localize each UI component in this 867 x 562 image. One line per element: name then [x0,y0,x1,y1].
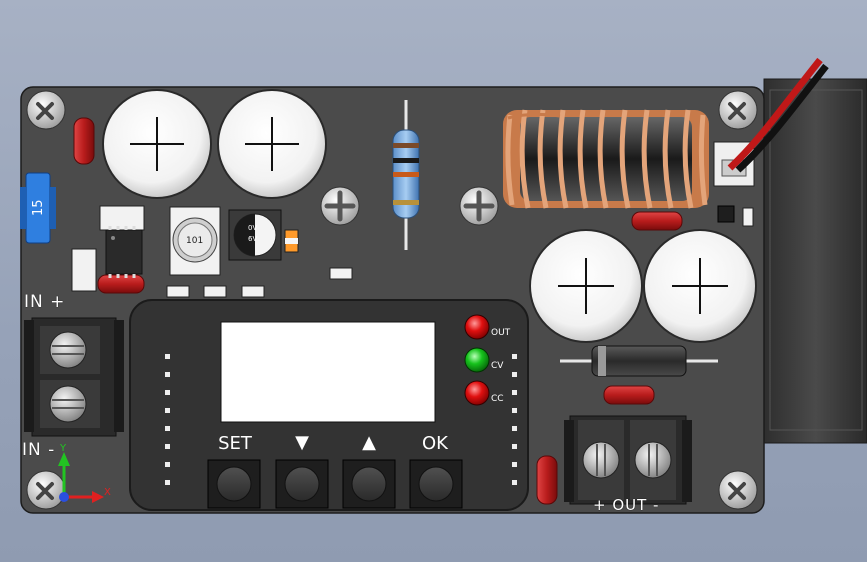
control-panel [129,299,529,511]
diode [560,345,718,377]
label-cc-led: CC [491,394,504,404]
toroid-inductor [503,109,709,209]
label-cv-led: CV [491,361,504,371]
label-in-plus: IN + [24,292,66,312]
inductor-marking: 101 [186,236,204,246]
label-out: + OUT - [593,496,660,514]
label-down: ▼ [295,432,309,453]
smd-pad-4 [329,267,353,280]
led-cc [464,380,490,406]
label-in-minus: IN - [22,440,56,460]
axis-triad [58,452,104,503]
smd-inductor [169,206,221,276]
small-cap-marking-top: 0V [248,224,258,232]
smd-resistor-2 [71,248,97,292]
mounting-screw-bottom-right [718,470,758,510]
capacitor-output-right [643,229,757,343]
red-capacitor-2 [97,274,145,294]
red-capacitor-1 [73,117,95,165]
capacitor-top-right [217,89,327,199]
screw-center-left [320,186,360,226]
axis-x-label: X [104,487,111,498]
smd-pad-2 [203,285,227,298]
small-capacitor [228,209,282,261]
smd-pad-5 [742,207,754,227]
mounting-screw-top-left [26,90,66,130]
push-button-up-body [342,459,396,509]
capacitor-output-left [529,229,643,343]
smd-pad-3 [241,285,265,298]
axis-y-label: Y [60,443,67,454]
input-terminal-block [24,317,124,437]
led-cv [464,347,490,373]
label-up: ▲ [362,432,376,453]
smd-pad-1 [166,285,190,298]
red-capacitor-4 [603,385,655,405]
red-capacitor-5 [536,455,558,505]
mounting-screw-top-right [718,90,758,130]
small-cap-marking-bottom: 6V [248,235,258,243]
label-set: SET [218,433,252,454]
mounting-screw-bottom-left [26,470,66,510]
set-button[interactable] [208,460,260,508]
fan-connector [713,57,829,187]
label-out-led: OUT [491,328,511,338]
lcd-display [220,321,436,423]
cooling-fan [763,78,867,444]
screw-center-right [459,186,499,226]
fuse-label: 15 [31,199,46,216]
ok-button[interactable] [410,460,462,508]
led-out [464,314,490,340]
panel-dots-left [165,354,170,485]
blue-fuse [20,172,56,244]
red-capacitor-3 [631,211,683,231]
push-button-set-body [207,459,261,509]
blue-resistor [392,100,420,250]
ic-chip [105,226,143,278]
output-terminal-block [564,415,692,505]
up-button[interactable] [343,460,395,508]
down-button[interactable] [276,460,328,508]
smd-resistor-1 [99,205,145,231]
push-button-ok-body [409,459,463,509]
panel-dots-right [512,354,517,485]
capacitor-top-left [102,89,212,199]
smd-transistor [717,205,735,223]
push-button-down-body [275,459,329,509]
label-ok: OK [422,433,448,454]
